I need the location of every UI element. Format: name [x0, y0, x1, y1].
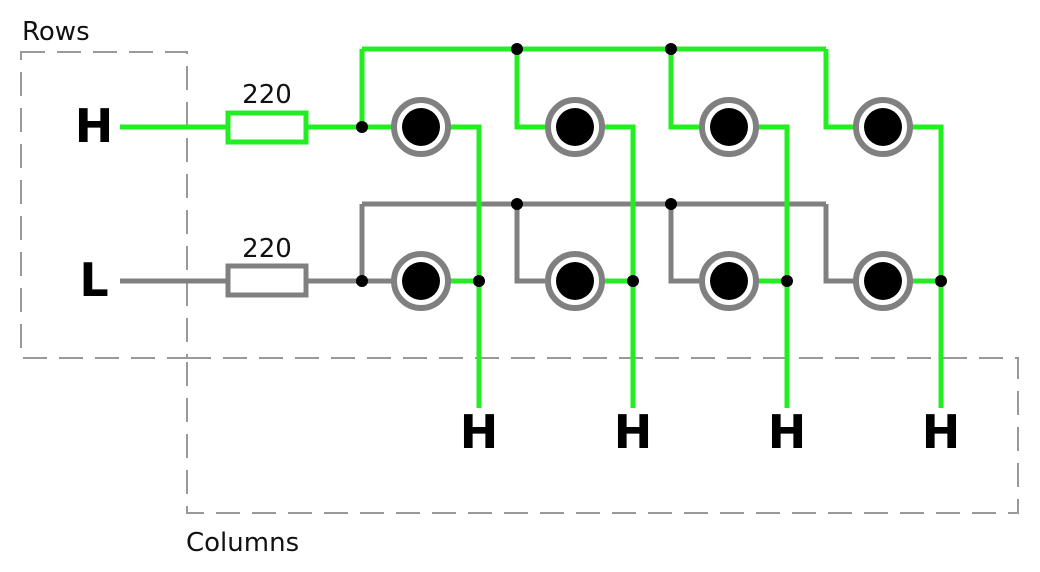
junction-row-bottom-bus-3: [665, 198, 677, 210]
led-r1-c1: [391, 97, 451, 157]
row-bottom-drop-2: [514, 204, 545, 284]
junction-row-top-bus-2: [511, 43, 523, 55]
row-top-drop-4: [823, 49, 854, 130]
resistor-bottom-value: 220: [242, 234, 292, 264]
led-r2-c2: [545, 251, 605, 311]
column-4-wire: [912, 124, 944, 408]
resistor-top: [225, 110, 309, 145]
row-top-wiring: [120, 46, 854, 130]
column-2-level-label: H: [614, 405, 653, 459]
junction-column-1: [473, 275, 485, 287]
junction-row-top-bus-3: [665, 43, 677, 55]
column-1-wire: [450, 124, 482, 408]
column-3-wire: [758, 124, 790, 408]
columns-group-box: [186, 357, 1019, 514]
junction-column-4: [935, 275, 947, 287]
rows-label: Rows: [22, 17, 90, 47]
junction-row-bottom-riser: [356, 275, 368, 287]
led-r2-c4: [853, 251, 913, 311]
columns-label: Columns: [186, 528, 299, 558]
led-r1-c3: [699, 97, 759, 157]
junction-column-2: [627, 275, 639, 287]
resistor-top-value: 220: [242, 80, 292, 110]
column-1-level-label: H: [460, 405, 499, 459]
led-r2-c3: [699, 251, 759, 311]
row-top-drop-3: [668, 49, 699, 130]
resistor-bottom: [225, 263, 309, 298]
led-grid: [391, 97, 913, 311]
junction-row-bottom-bus-2: [511, 198, 523, 210]
row-bottom-drop-4: [823, 204, 854, 284]
junction-row-top-riser: [356, 121, 368, 133]
row-bottom-drop-3: [668, 204, 699, 284]
led-r2-c1: [391, 251, 451, 311]
column-3-level-label: H: [768, 405, 807, 459]
rows-group-box: [20, 51, 188, 359]
row-top-level-label: H: [75, 99, 114, 153]
column-4-level-label: H: [922, 405, 961, 459]
row-bottom-level-label: L: [79, 253, 108, 307]
column-2-wire: [604, 124, 636, 408]
row-bottom-wiring: [120, 201, 854, 284]
junctions: [356, 43, 947, 287]
led-r1-c2: [545, 97, 605, 157]
row-top-drop-2: [514, 49, 545, 130]
led-r1-c4: [853, 97, 913, 157]
junction-column-3: [781, 275, 793, 287]
